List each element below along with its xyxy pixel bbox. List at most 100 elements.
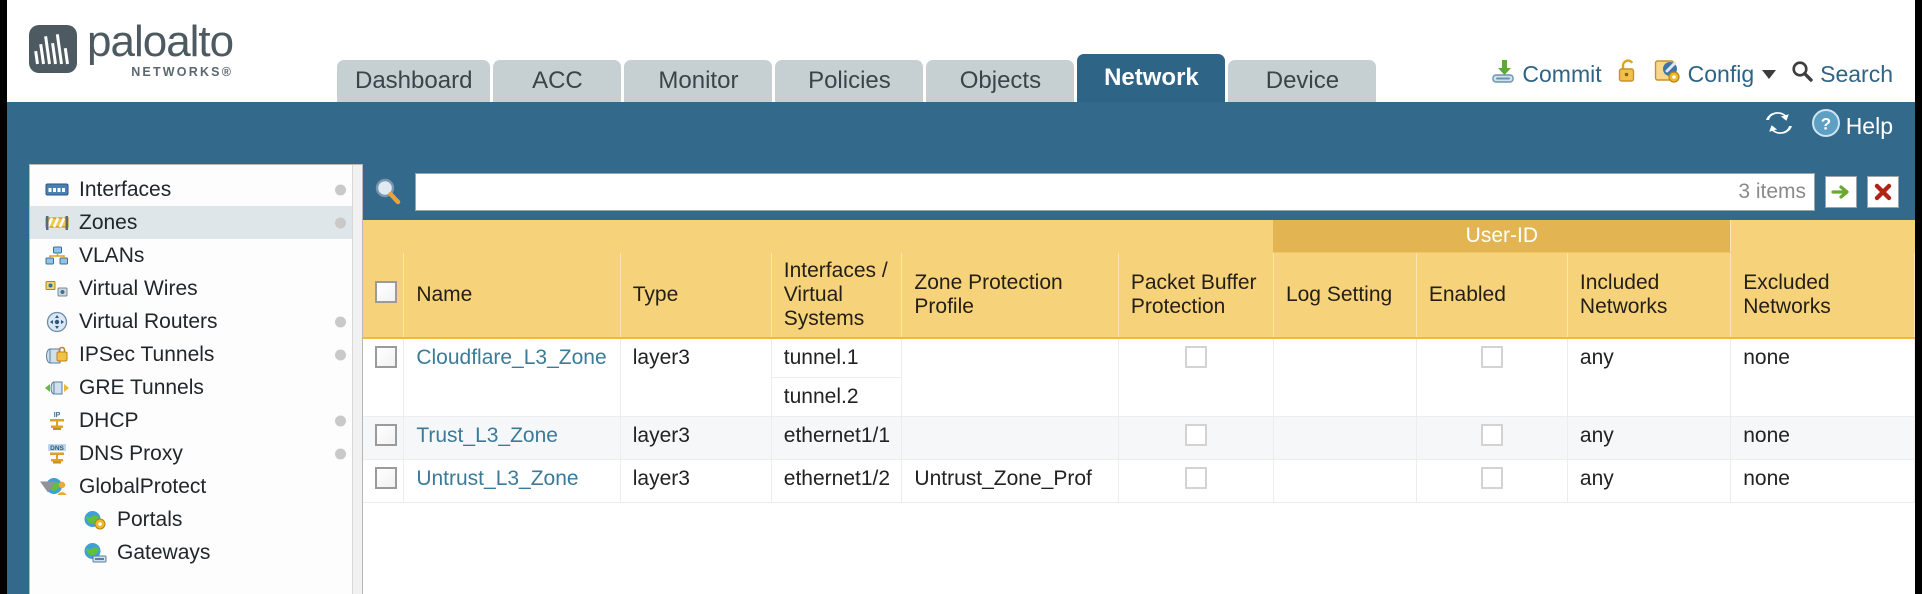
column-header-log-setting[interactable]: Log Setting [1273,252,1417,339]
main-body: Interfaces Zones VLANs [7,164,1915,594]
apply-filter-button[interactable] [1825,176,1857,208]
sidebar-item-label: Zones [79,210,138,234]
portals-icon [82,509,108,531]
column-header-interfaces[interactable]: Interfaces / Virtual Systems [771,252,903,339]
brand-logo: paloalto NETWORKS® [29,20,234,79]
column-header-enabled[interactable]: Enabled [1416,252,1568,339]
filter-search-icon[interactable] [371,175,405,209]
sidebar-item-vlans[interactable]: VLANs [30,239,362,272]
cell-type: layer3 [620,416,772,460]
chevron-down-icon[interactable] [1762,69,1777,79]
select-all-checkbox[interactable] [375,280,397,303]
column-header-type[interactable]: Type [620,252,772,339]
config-button[interactable]: Config [1654,58,1777,90]
interface-entry: ethernet1/1 [783,423,891,447]
packet-buffer-protection-checkbox[interactable] [1184,345,1207,368]
interface-entry: tunnel.2 [783,384,859,408]
zones-table: User-ID Name Type Interfaces / Virtual S… [363,220,1915,503]
column-header-excluded-networks[interactable]: Excluded Networks [1730,252,1915,339]
commit-button[interactable]: Commit [1490,58,1602,90]
cell-log-setting [1273,416,1417,460]
cell-type: layer3 [620,459,772,503]
sidebar-item-interfaces[interactable]: Interfaces [30,173,362,206]
table-row[interactable]: Cloudflare_L3_Zone layer3 tunnel.1 tunne… [363,337,1915,417]
table-header-row: Name Type Interfaces / Virtual Systems Z… [363,252,1915,339]
zone-name-link[interactable]: Trust_L3_Zone [416,423,558,447]
row-checkbox[interactable] [375,466,397,489]
zone-name-link[interactable]: Cloudflare_L3_Zone [416,345,607,369]
band-actions: ? Help [1763,108,1893,144]
sidebar-container: Interfaces Zones VLANs [7,164,363,594]
column-header-included-networks[interactable]: Included Networks [1567,252,1732,339]
tab-device[interactable]: Device [1228,60,1377,102]
search-input[interactable] [424,179,1729,205]
sidebar-item-virtual-wires[interactable]: Virtual Wires [30,272,362,305]
sidebar-item-virtual-routers[interactable]: Virtual Routers [30,305,362,338]
sidebar-item-ipsec-tunnels[interactable]: IPSec Tunnels [30,338,362,371]
content-panel: 3 items [363,164,1915,594]
table-row[interactable]: Trust_L3_Zone layer3 ethernet1/1 [363,416,1915,460]
svg-text:DNS: DNS [50,445,64,452]
row-checkbox[interactable] [375,345,397,368]
sidebar-item-label: GlobalProtect [79,474,207,498]
clear-filter-button[interactable] [1867,176,1899,208]
userid-enabled-checkbox[interactable] [1480,466,1503,489]
cell-excluded-networks: none [1730,459,1915,503]
row-checkbox[interactable] [375,423,397,446]
sidebar-item-gateways[interactable]: Gateways [30,536,362,569]
sidebar-item-label: GRE Tunnels [79,375,204,399]
cell-excluded-networks: none [1730,337,1915,417]
packet-buffer-protection-checkbox[interactable] [1184,423,1207,446]
help-label: Help [1845,112,1893,139]
table-group-header-row: User-ID [363,220,1915,253]
row-select-cell [363,337,405,417]
gre-tunnels-icon [44,377,70,399]
status-dot [335,184,346,195]
cell-included-networks: any [1567,416,1732,460]
sidebar-item-gre-tunnels[interactable]: GRE Tunnels [30,371,362,404]
tab-objects[interactable]: Objects [926,60,1075,102]
sidebar-item-portals[interactable]: Portals [30,503,362,536]
userid-enabled-checkbox[interactable] [1480,423,1503,446]
column-header-name[interactable]: Name [403,252,621,339]
tab-network[interactable]: Network [1077,54,1226,102]
group-header-spacer [363,220,1274,253]
packet-buffer-protection-checkbox[interactable] [1184,466,1207,489]
tab-acc[interactable]: ACC [493,60,622,102]
interface-entry: tunnel.1 [771,339,902,378]
sidebar-item-dns-proxy[interactable]: DNS DNS Proxy [30,437,362,470]
sidebar-item-globalprotect[interactable]: GlobalProtect [30,470,362,503]
column-header-zone-protection-profile[interactable]: Zone Protection Profile [901,252,1119,339]
table-row[interactable]: Untrust_L3_Zone layer3 ethernet1/2 Untru… [363,459,1915,503]
cell-packet-buffer-protection [1118,459,1274,503]
brand-tagline: NETWORKS® [131,65,234,79]
sidebar-scrollbar[interactable] [352,165,362,594]
row-select-cell [363,459,405,503]
tab-dashboard[interactable]: Dashboard [337,60,491,102]
sidebar-item-label: Virtual Wires [79,276,198,300]
commit-icon [1490,58,1516,90]
dhcp-icon: IP [44,410,70,432]
help-button[interactable]: ? Help [1811,108,1893,144]
search-button[interactable]: Search [1790,59,1893,89]
row-select-cell [363,416,405,460]
help-icon: ? [1811,108,1841,144]
cell-name: Untrust_L3_Zone [403,459,621,503]
tab-monitor[interactable]: Monitor [624,60,773,102]
lock-icon[interactable] [1616,58,1640,90]
refresh-icon[interactable] [1763,109,1795,143]
interface-entry: ethernet1/2 [783,466,891,490]
sidebar-item-zones[interactable]: Zones [30,206,362,239]
search-input-wrapper[interactable]: 3 items [415,173,1815,211]
cell-packet-buffer-protection [1118,416,1274,460]
cell-excluded-networks: none [1730,416,1915,460]
chevron-down-icon[interactable] [40,481,56,492]
tab-policies[interactable]: Policies [775,60,924,102]
gateways-icon [82,542,108,564]
sidebar-item-dhcp[interactable]: IP DHCP [30,404,362,437]
zone-name-link[interactable]: Untrust_L3_Zone [416,466,579,490]
cell-interfaces: ethernet1/1 [771,416,903,460]
search-icon [1790,59,1814,89]
column-header-packet-buffer-protection[interactable]: Packet Buffer Protection [1118,252,1274,339]
userid-enabled-checkbox[interactable] [1480,345,1503,368]
